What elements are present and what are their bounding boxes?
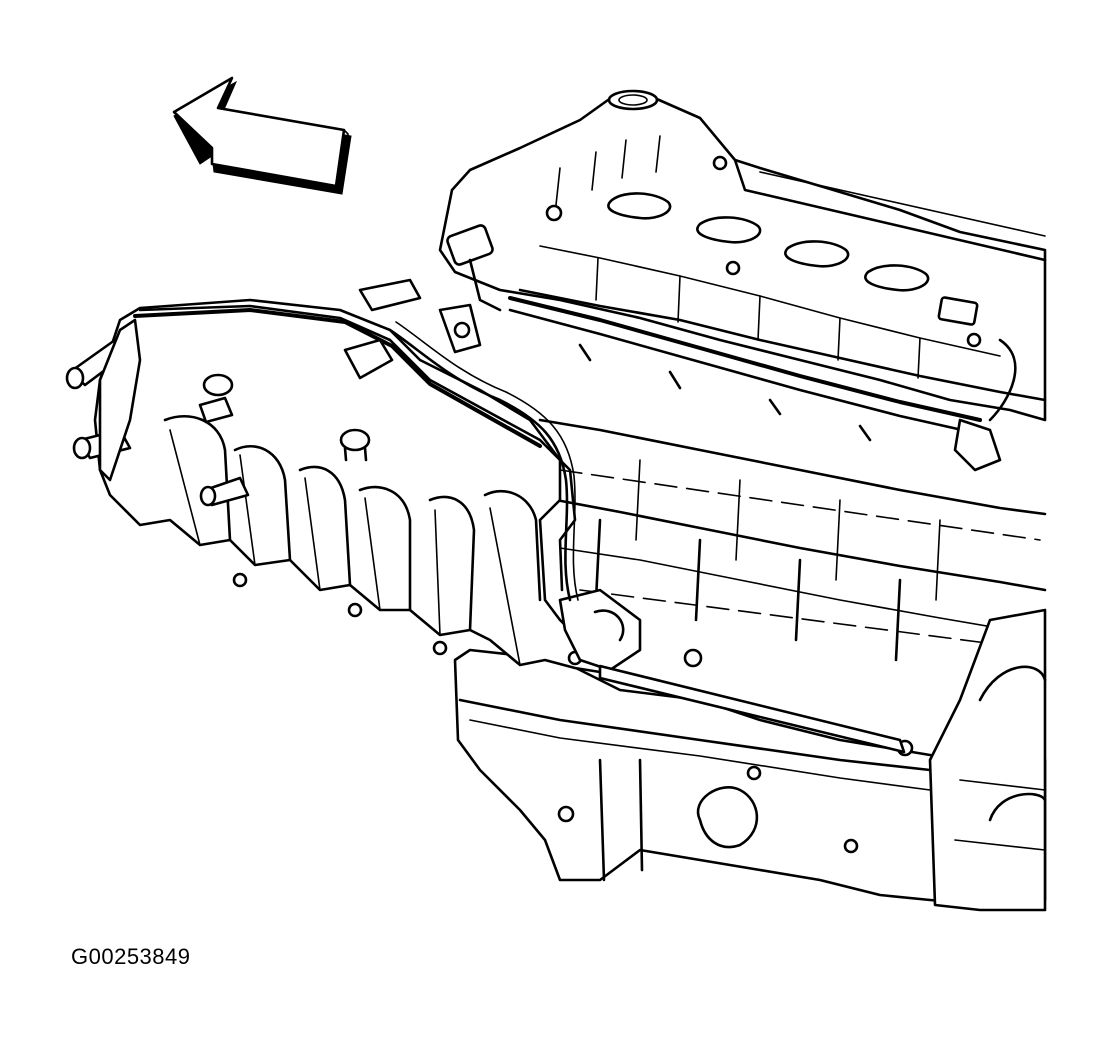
direction-arrow-icon <box>172 76 352 195</box>
intake-manifold <box>65 278 642 674</box>
cylinder-head <box>438 89 1047 422</box>
fuel-rail <box>508 296 1017 472</box>
engine-block <box>453 418 1047 912</box>
figure-id-label: G00253849 <box>71 944 191 969</box>
vacuum-lines <box>388 321 906 754</box>
injector-connectors <box>446 224 979 326</box>
